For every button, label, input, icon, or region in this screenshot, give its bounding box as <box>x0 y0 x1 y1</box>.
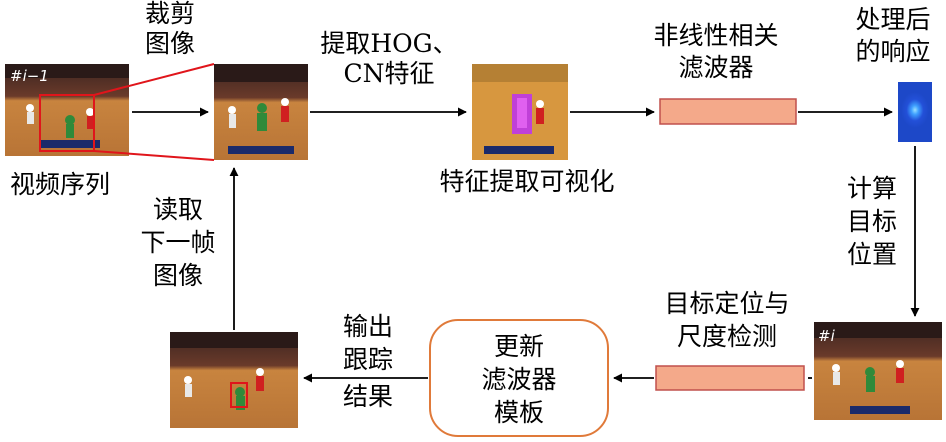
svg-text:图像: 图像 <box>153 261 203 290</box>
svg-text:滤波器: 滤波器 <box>481 365 556 394</box>
template-update-box <box>429 319 609 437</box>
svg-text:CN特征: CN特征 <box>343 59 434 88</box>
label-response: 处理后 的响应 <box>855 5 930 66</box>
label-filter: 非线性相关 滤波器 <box>653 21 778 82</box>
crop-region-box <box>39 94 95 152</box>
label-update: 更新 滤波器 模板 <box>481 332 556 427</box>
zoom-line-bottom <box>93 150 215 161</box>
cropped-image <box>214 64 308 160</box>
svg-text:非线性相关: 非线性相关 <box>653 21 778 50</box>
label-crop: 裁剪 图像 <box>145 0 195 58</box>
svg-text:计算: 计算 <box>847 174 897 203</box>
tracking-result-image <box>170 332 298 428</box>
detection-block <box>655 365 805 391</box>
svg-text:下一帧: 下一帧 <box>140 228 215 257</box>
svg-text:滤波器: 滤波器 <box>678 53 753 82</box>
svg-text:裁剪: 裁剪 <box>145 0 195 28</box>
svg-text:提取HOG、: 提取HOG、 <box>320 29 457 58</box>
frame-tag-prev: #i−1 <box>10 67 49 85</box>
label-read-next: 读取 下一帧 图像 <box>140 195 215 290</box>
svg-text:尺度检测: 尺度检测 <box>677 322 777 351</box>
zoom-line-top <box>93 63 215 96</box>
svg-text:更新: 更新 <box>494 332 544 361</box>
svg-text:模板: 模板 <box>494 398 544 427</box>
label-compute: 计算 目标 位置 <box>847 174 897 269</box>
video-frame-prev: #i−1 <box>5 64 129 156</box>
svg-text:目标定位与: 目标定位与 <box>664 289 789 318</box>
tracking-bounding-box <box>230 382 248 408</box>
correlation-filter-block <box>659 98 797 125</box>
frame-tag-current: #i <box>818 327 836 345</box>
svg-text:目标: 目标 <box>847 207 897 236</box>
svg-text:结果: 结果 <box>343 382 393 411</box>
svg-text:处理后: 处理后 <box>855 5 930 34</box>
label-feature-vis: 特征提取可视化 <box>439 167 614 196</box>
feature-visualization-image <box>472 64 568 160</box>
svg-text:位置: 位置 <box>847 240 897 269</box>
svg-text:输出: 输出 <box>343 312 393 341</box>
label-sequence: 视频序列 <box>10 170 110 199</box>
svg-text:读取: 读取 <box>153 195 203 224</box>
svg-text:的响应: 的响应 <box>855 37 930 66</box>
response-map-image <box>898 82 932 142</box>
label-output: 输出 跟踪 结果 <box>343 312 393 411</box>
svg-text:跟踪: 跟踪 <box>343 345 393 374</box>
svg-text:图像: 图像 <box>145 29 195 58</box>
video-frame-current: #i <box>814 322 942 420</box>
label-detect: 目标定位与 尺度检测 <box>664 289 789 351</box>
label-extract: 提取HOG、 CN特征 <box>320 29 457 88</box>
